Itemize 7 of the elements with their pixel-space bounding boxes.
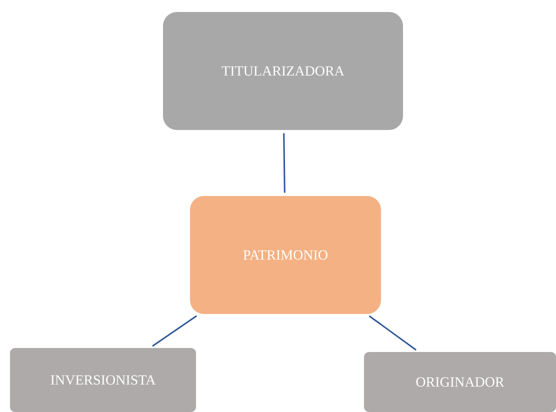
- connector-line: [283, 133, 286, 193]
- process-box: INVERSIONISTA: [10, 348, 196, 412]
- process-box: TITULARIZADORA: [163, 12, 403, 130]
- connector-line: [152, 315, 198, 347]
- process-box: ORIGINADOR: [364, 352, 556, 412]
- process-box: PATRIMONIO: [190, 196, 381, 314]
- connector-line: [368, 315, 417, 351]
